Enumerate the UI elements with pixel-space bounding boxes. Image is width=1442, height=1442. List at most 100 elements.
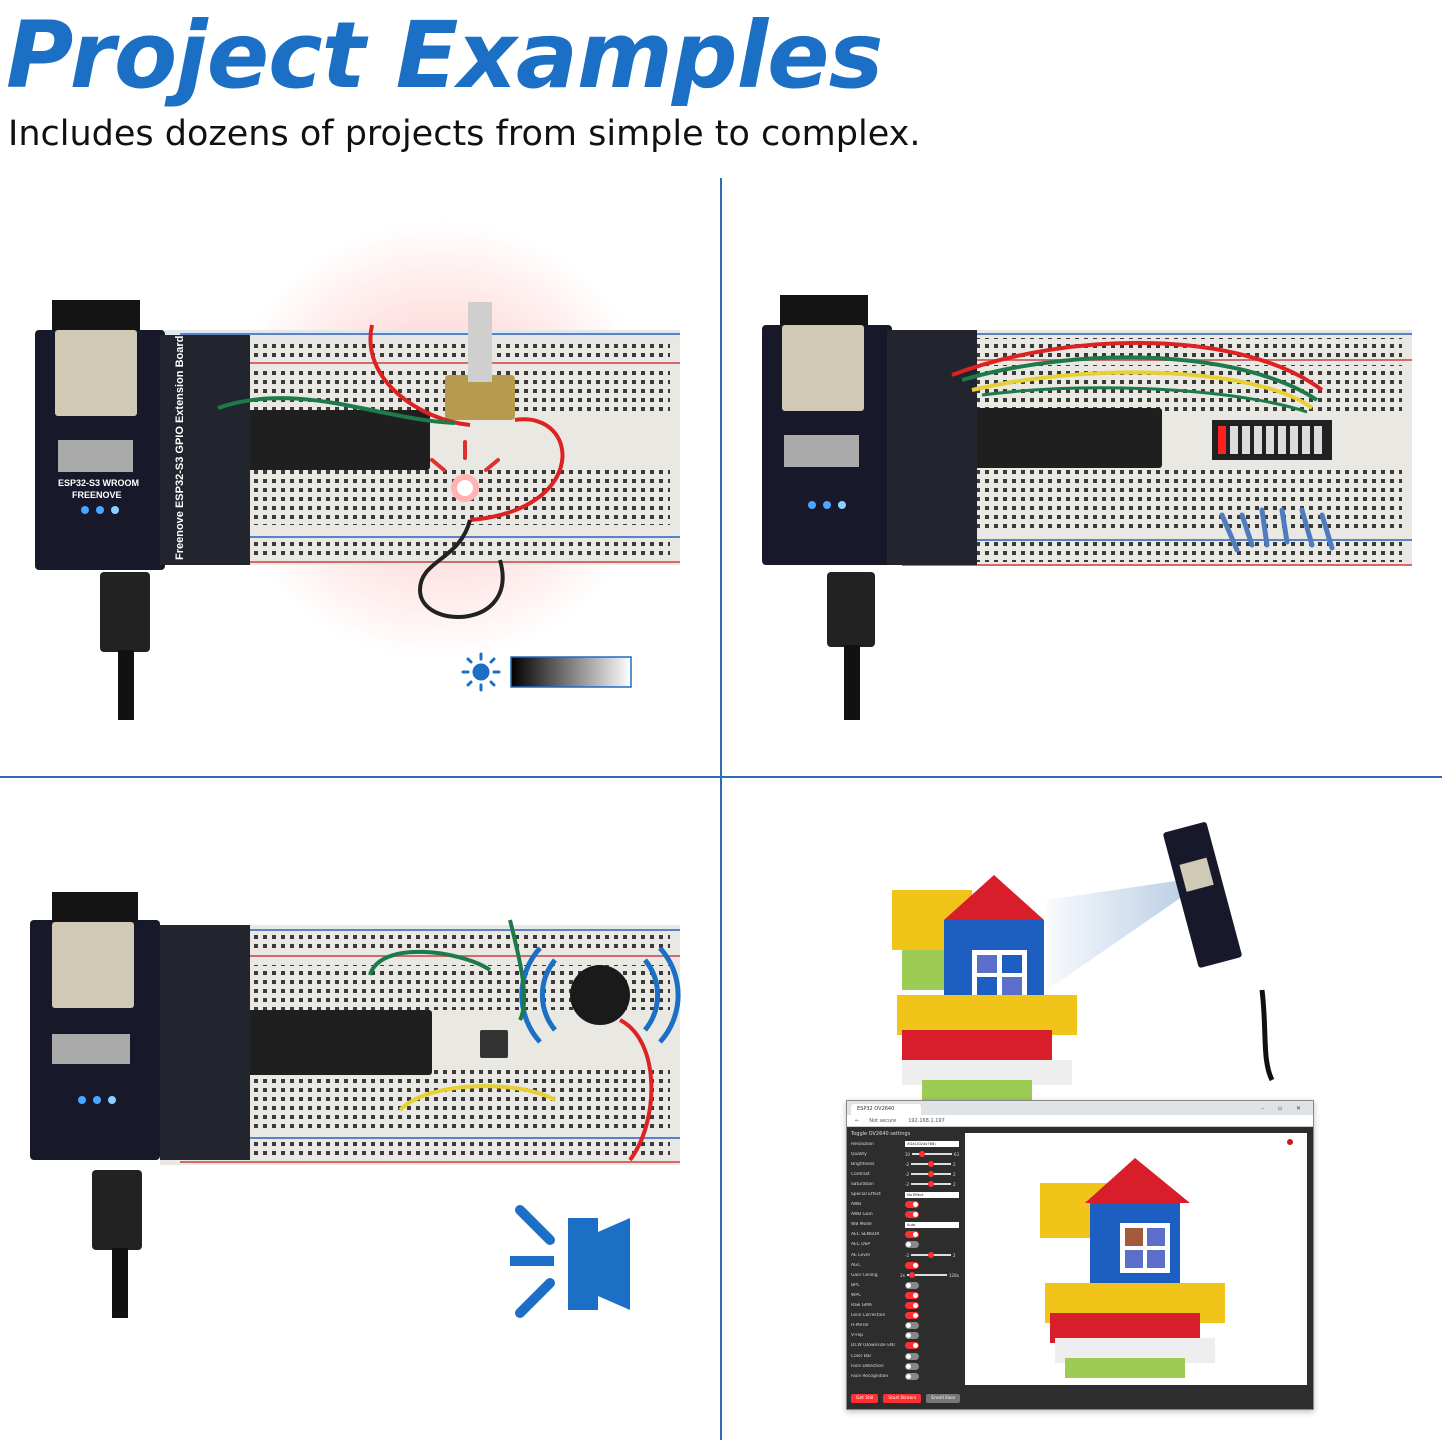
slider-knob[interactable] bbox=[908, 1272, 915, 1279]
toggle-switch[interactable] bbox=[905, 1211, 919, 1219]
close-stream-icon[interactable] bbox=[1287, 1139, 1293, 1145]
toggle-switch[interactable] bbox=[905, 1231, 919, 1239]
toggle-switch[interactable] bbox=[905, 1362, 919, 1370]
camera-stream-view bbox=[965, 1133, 1307, 1385]
setting-label: H-Mirror bbox=[851, 1323, 869, 1329]
panel-buzzer bbox=[0, 780, 720, 1420]
setting-slider[interactable]: -2 2 bbox=[905, 1181, 956, 1188]
toggle-switch[interactable] bbox=[905, 1322, 919, 1330]
slider-max: 2 bbox=[953, 1161, 956, 1167]
slider-knob[interactable] bbox=[928, 1252, 934, 1259]
slider-min: -2 bbox=[905, 1171, 909, 1177]
slider-max: 2 bbox=[953, 1181, 956, 1187]
setting-label: Contrast bbox=[851, 1171, 870, 1177]
setting-row: Contrast -2 2 bbox=[851, 1169, 959, 1179]
setting-label: AWB bbox=[851, 1202, 862, 1208]
slider-track[interactable] bbox=[911, 1181, 951, 1188]
setting-label: V-Flip bbox=[851, 1333, 864, 1339]
slider-knob[interactable] bbox=[928, 1161, 934, 1168]
page-title: Project Examples bbox=[6, 2, 883, 109]
setting-label: AEC SENSOR bbox=[851, 1232, 880, 1238]
slider-knob[interactable] bbox=[928, 1181, 934, 1188]
setting-label: AWB Gain bbox=[851, 1212, 873, 1218]
back-icon[interactable]: ← bbox=[855, 1117, 860, 1124]
slider-min: 2x bbox=[900, 1272, 905, 1278]
slider-track[interactable] bbox=[911, 1171, 951, 1178]
setting-row: AEC DSP bbox=[851, 1240, 959, 1250]
brightness-icon bbox=[461, 652, 501, 692]
toggle-switch[interactable] bbox=[905, 1372, 919, 1380]
webcam-browser-window: ESP32 OV2640 – ▫ ✕ ← Not secure 192.168.… bbox=[846, 1100, 1314, 1410]
slider-max: 63 bbox=[953, 1151, 959, 1157]
toggle-switch[interactable] bbox=[905, 1291, 919, 1299]
toggle-switch[interactable] bbox=[905, 1342, 919, 1350]
setting-row: WPC bbox=[851, 1290, 959, 1300]
toggle-settings[interactable]: Toggle OV2640 settings bbox=[851, 1131, 911, 1137]
address-url: 192.168.1.197 bbox=[908, 1117, 945, 1124]
setting-select[interactable]: XGA(1024x768) bbox=[905, 1141, 959, 1148]
setting-row: Resolution XGA(1024x768) bbox=[851, 1139, 959, 1149]
slider-knob[interactable] bbox=[918, 1151, 925, 1158]
setting-label: Lens Correction bbox=[851, 1313, 886, 1319]
start-stream-button[interactable]: Start Stream bbox=[883, 1394, 922, 1403]
setting-select[interactable]: Auto bbox=[905, 1221, 959, 1228]
slider-min: -2 bbox=[905, 1181, 909, 1187]
setting-label: BPC bbox=[851, 1282, 860, 1288]
setting-label: Resolution bbox=[851, 1141, 874, 1147]
setting-row: AWB bbox=[851, 1200, 959, 1210]
brightness-gradient-bar bbox=[510, 656, 632, 688]
slider-min: -2 bbox=[905, 1161, 909, 1167]
slider-track[interactable] bbox=[911, 1252, 951, 1259]
setting-slider[interactable]: -2 2 bbox=[905, 1171, 956, 1178]
slider-knob[interactable] bbox=[928, 1171, 934, 1178]
slider-max: 128x bbox=[948, 1272, 959, 1278]
setting-label: AEC DSP bbox=[851, 1242, 871, 1248]
toggle-switch[interactable] bbox=[905, 1352, 919, 1360]
setting-label: Raw GMA bbox=[851, 1303, 872, 1309]
toggle-switch[interactable] bbox=[905, 1332, 919, 1340]
slider-track[interactable] bbox=[906, 1272, 947, 1279]
setting-row: BPC bbox=[851, 1280, 959, 1290]
slider-min: 10 bbox=[904, 1151, 910, 1157]
toggle-switch[interactable] bbox=[905, 1201, 919, 1209]
action-buttons: Get Still Start Stream Enroll Face bbox=[851, 1394, 961, 1403]
enroll-face-button[interactable]: Enroll Face bbox=[926, 1394, 961, 1403]
toggle-switch[interactable] bbox=[905, 1241, 919, 1249]
settings-sidebar: Toggle OV2640 settings Resolution XGA(102… bbox=[847, 1127, 963, 1409]
slider-min: -2 bbox=[905, 1252, 909, 1258]
breadboard-scene bbox=[762, 295, 1412, 720]
setting-slider[interactable]: 2x 128x bbox=[900, 1272, 959, 1279]
slider-track[interactable] bbox=[911, 1151, 952, 1158]
setting-slider[interactable]: -2 2 bbox=[905, 1161, 956, 1168]
setting-select[interactable]: No Effect bbox=[905, 1191, 959, 1198]
panel-potentiometer-led: Freenove ESP32-S3 GPIO Extension Board E… bbox=[0, 180, 720, 820]
get-still-button[interactable]: Get Still bbox=[851, 1394, 879, 1403]
toggle-switch[interactable] bbox=[905, 1261, 919, 1269]
setting-label: Special Effect bbox=[851, 1192, 881, 1198]
toggle-switch[interactable] bbox=[905, 1302, 919, 1310]
setting-row: Color Bar bbox=[851, 1351, 959, 1361]
setting-row: Face Recognition bbox=[851, 1371, 959, 1381]
setting-label: WB Mode bbox=[851, 1222, 872, 1228]
setting-slider[interactable]: 10 63 bbox=[904, 1151, 959, 1158]
toggle-switch[interactable] bbox=[905, 1281, 919, 1289]
slider-max: 2 bbox=[953, 1171, 956, 1177]
extension-board-label: Freenove ESP32-S3 GPIO Extension Board bbox=[174, 336, 186, 560]
setting-label: WPC bbox=[851, 1292, 862, 1298]
window-controls[interactable]: – ▫ ✕ bbox=[1261, 1105, 1307, 1112]
setting-row: AEC SENSOR bbox=[851, 1230, 959, 1240]
toggle-switch[interactable] bbox=[905, 1312, 919, 1320]
setting-label: DCW (Downsize EN) bbox=[851, 1343, 896, 1349]
setting-row: Raw GMA bbox=[851, 1301, 959, 1311]
setting-label: Saturation bbox=[851, 1181, 874, 1187]
setting-label: Brightness bbox=[851, 1161, 875, 1167]
setting-row: DCW (Downsize EN) bbox=[851, 1341, 959, 1351]
setting-label: Face Recognition bbox=[851, 1373, 889, 1379]
slider-track[interactable] bbox=[911, 1161, 951, 1168]
address-bar[interactable]: ← Not secure 192.168.1.197 bbox=[847, 1115, 1313, 1127]
setting-row: V-Flip bbox=[851, 1331, 959, 1341]
setting-row: Lens Correction bbox=[851, 1311, 959, 1321]
browser-tab[interactable]: ESP32 OV2640 bbox=[851, 1104, 921, 1115]
